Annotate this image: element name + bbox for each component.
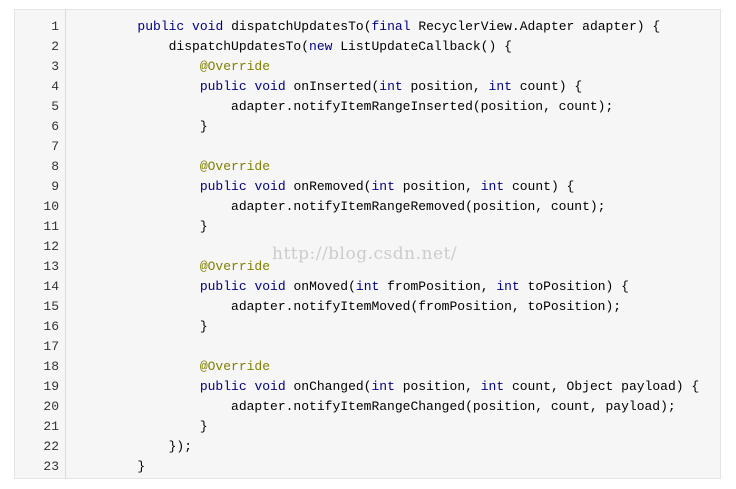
code-text: } <box>75 219 208 234</box>
line-number: 18 <box>43 359 59 374</box>
code-text: public void onRemoved(int position, int … <box>199 179 575 194</box>
code-text: public void onMoved(int fromPosition, in… <box>199 279 629 294</box>
line-number: 6 <box>51 119 59 134</box>
code-text: adapter.notifyItemRangeInserted(position… <box>75 99 614 114</box>
line-number: 13 <box>43 259 59 274</box>
code-text: @Override <box>199 59 271 74</box>
line-number: 12 <box>43 239 59 254</box>
code-text: public void onInserted(int position, int… <box>199 79 583 94</box>
line-number: 1 <box>51 19 59 34</box>
line-number: 7 <box>51 139 59 154</box>
line-number: 9 <box>51 179 59 194</box>
code-text: } <box>75 419 208 434</box>
line-number: 23 <box>43 459 59 474</box>
code-text: adapter.notifyItemMoved(fromPosition, to… <box>75 299 622 314</box>
code-text: @Override <box>199 159 271 174</box>
code-text: adapter.notifyItemRangeChanged(position,… <box>75 399 676 414</box>
line-number: 4 <box>51 79 59 94</box>
line-number: 3 <box>51 59 59 74</box>
line-number: 19 <box>43 379 59 394</box>
line-number: 11 <box>43 219 59 234</box>
line-number: 2 <box>51 39 59 54</box>
line-number: 15 <box>43 299 59 314</box>
code-text: @Override <box>199 359 271 374</box>
code-text: } <box>75 319 208 334</box>
line-number: 5 <box>51 99 59 114</box>
line-number: 22 <box>43 439 59 454</box>
line-number: 17 <box>43 339 59 354</box>
code-block: 1 public void dispatchUpdatesTo(final Re… <box>14 9 721 479</box>
line-number-gutter <box>15 10 66 478</box>
code-text: } <box>75 459 146 474</box>
line-number: 16 <box>43 319 59 334</box>
line-number: 21 <box>43 419 59 434</box>
line-number: 14 <box>43 279 59 294</box>
line-number: 8 <box>51 159 59 174</box>
code-text: dispatchUpdatesTo(new ListUpdateCallback… <box>75 39 512 54</box>
line-number: 10 <box>43 199 59 214</box>
code-text: } <box>75 119 208 134</box>
code-text: }); <box>75 439 193 454</box>
code-text: public void dispatchUpdatesTo(final Recy… <box>137 19 661 34</box>
line-number: 20 <box>43 399 59 414</box>
code-text: adapter.notifyItemRangeRemoved(position,… <box>75 199 606 214</box>
code-text: @Override <box>199 259 271 274</box>
code-text: public void onChanged(int position, int … <box>199 379 700 394</box>
